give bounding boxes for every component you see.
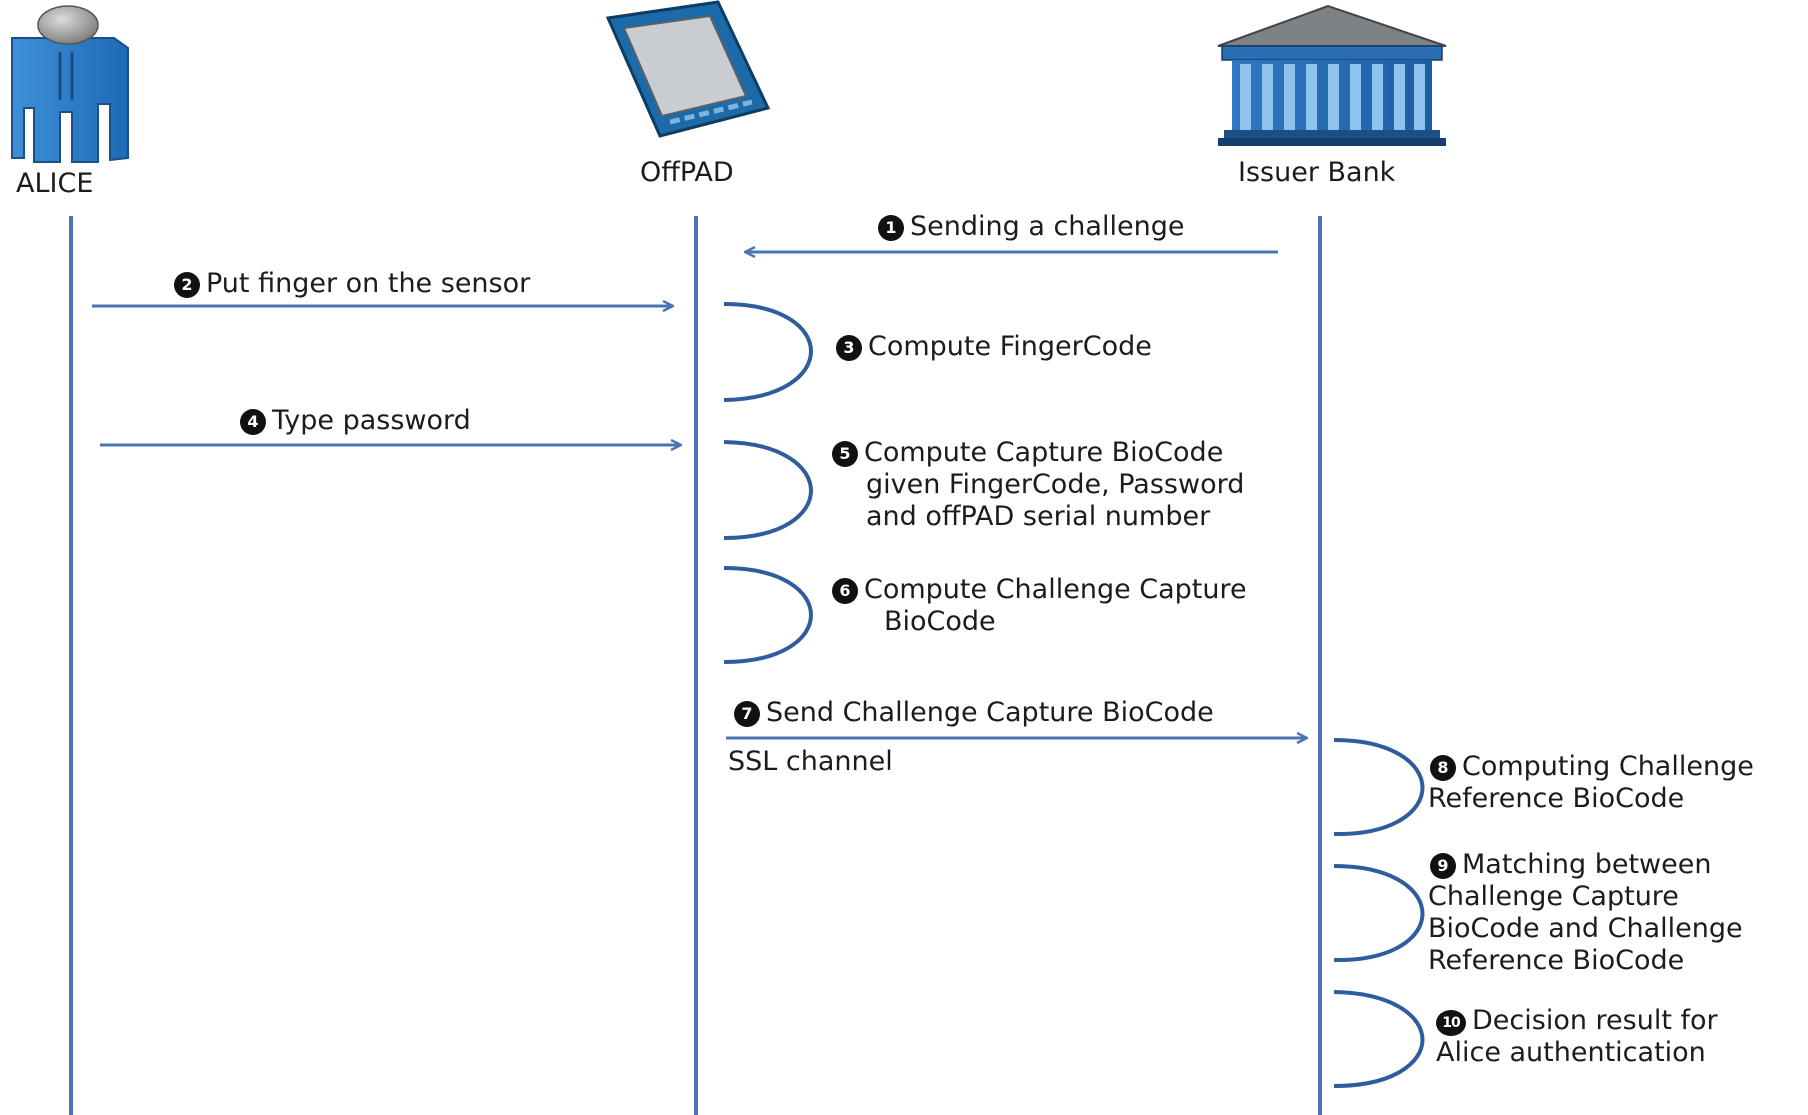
- step-number-badge: 7: [734, 701, 760, 727]
- self-arc-5: [723, 440, 813, 540]
- step-number-badge: 1: [878, 215, 904, 241]
- person-icon: [11, 5, 129, 163]
- step-label-9-line-4: Reference BioCode: [1428, 945, 1685, 976]
- channel-label: SSL channel: [728, 746, 893, 777]
- step-label-10-line-2: Alice authentication: [1436, 1037, 1706, 1068]
- step-number-badge: 3: [836, 335, 862, 361]
- step-label-9-line-2: Challenge Capture: [1428, 881, 1679, 912]
- self-arc-3: [723, 302, 813, 402]
- self-arc-6: [723, 566, 813, 664]
- step-label-5-line-3: and offPAD serial number: [866, 501, 1211, 532]
- self-arc-8: [1333, 738, 1425, 837]
- step-label-6-line-2: BioCode: [884, 606, 996, 637]
- step-label-8-line-2: Reference BioCode: [1428, 783, 1685, 814]
- step-number-badge: 9: [1430, 853, 1456, 879]
- actor-name-offpad: OffPAD: [640, 157, 734, 188]
- bank-building-icon: [1217, 4, 1447, 146]
- actor-name-alice: ALICE: [16, 168, 94, 199]
- step-number-badge: 2: [174, 272, 200, 298]
- step-label-9-line-3: BioCode and Challenge: [1428, 913, 1743, 944]
- step-number-badge: 6: [832, 578, 858, 604]
- actor-name-bank: Issuer Bank: [1238, 157, 1396, 188]
- self-arc-9: [1333, 864, 1425, 963]
- step-number-badge: 10: [1436, 1010, 1466, 1036]
- self-arc-10: [1333, 990, 1425, 1088]
- step-label-5-line-2: given FingerCode, Password: [866, 469, 1245, 500]
- tablet-device-icon: [605, 0, 771, 138]
- step-number-badge: 5: [832, 441, 858, 467]
- step-number-badge: 8: [1430, 755, 1456, 781]
- step-number-badge: 4: [240, 409, 266, 435]
